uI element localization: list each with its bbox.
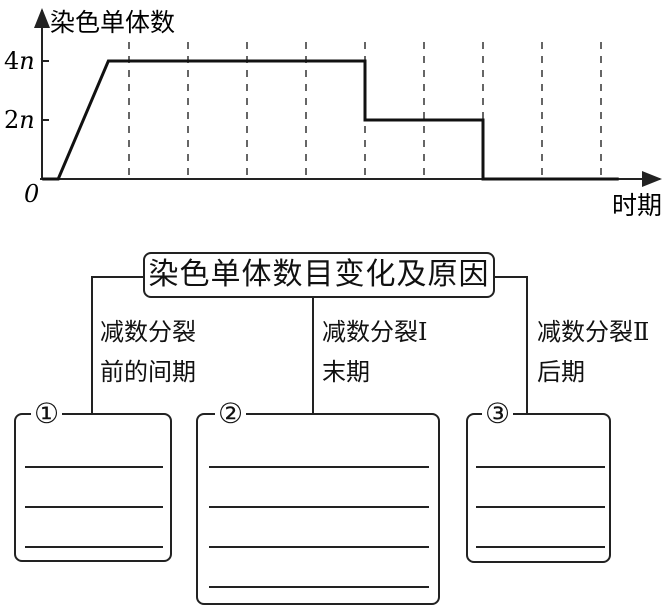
branch-2-label: 减数分裂Ⅰ 末期	[322, 312, 427, 392]
marker-2: ②	[215, 398, 247, 430]
blank-line[interactable]	[209, 466, 429, 468]
y-tick-label: 2n	[4, 106, 35, 134]
label-line: 减数分裂	[100, 318, 196, 346]
answer-box-2: ②	[196, 398, 440, 605]
x-axis-label: 时期	[612, 191, 662, 220]
label-line: 后期	[537, 358, 585, 386]
blank-line[interactable]	[476, 546, 605, 548]
blank-line[interactable]	[209, 506, 429, 508]
branch-1-label: 减数分裂 前的间期	[100, 312, 196, 392]
series-line	[42, 59, 619, 181]
label-line: 减数分裂Ⅱ	[537, 318, 650, 346]
label-line: 减数分裂Ⅰ	[322, 318, 428, 346]
blank-line[interactable]	[25, 506, 163, 508]
branch-3-label: 减数分裂Ⅱ 后期	[537, 312, 649, 392]
answer-box-1: ①	[14, 398, 172, 562]
diagram-title: 染色单体数目变化及原因	[143, 252, 495, 298]
y-axis-label: 染色单体数	[50, 8, 175, 37]
blank-line[interactable]	[25, 546, 163, 548]
blank-line[interactable]	[476, 506, 605, 508]
blank-line[interactable]	[209, 546, 429, 548]
y-tick-label: 4n	[4, 47, 35, 75]
answer-box-3: ③	[466, 398, 611, 563]
label-line: 前的间期	[100, 358, 196, 386]
marker-1: ①	[31, 398, 63, 430]
label-line: 末期	[322, 358, 370, 386]
blank-line[interactable]	[209, 586, 429, 588]
chromatid-chart: 4n 2n 染色单体数 时期 0	[4, 8, 662, 220]
blank-line[interactable]	[476, 466, 605, 468]
marker-3: ③	[482, 398, 514, 430]
blank-line[interactable]	[25, 466, 163, 468]
origin-label: 0	[24, 180, 39, 208]
